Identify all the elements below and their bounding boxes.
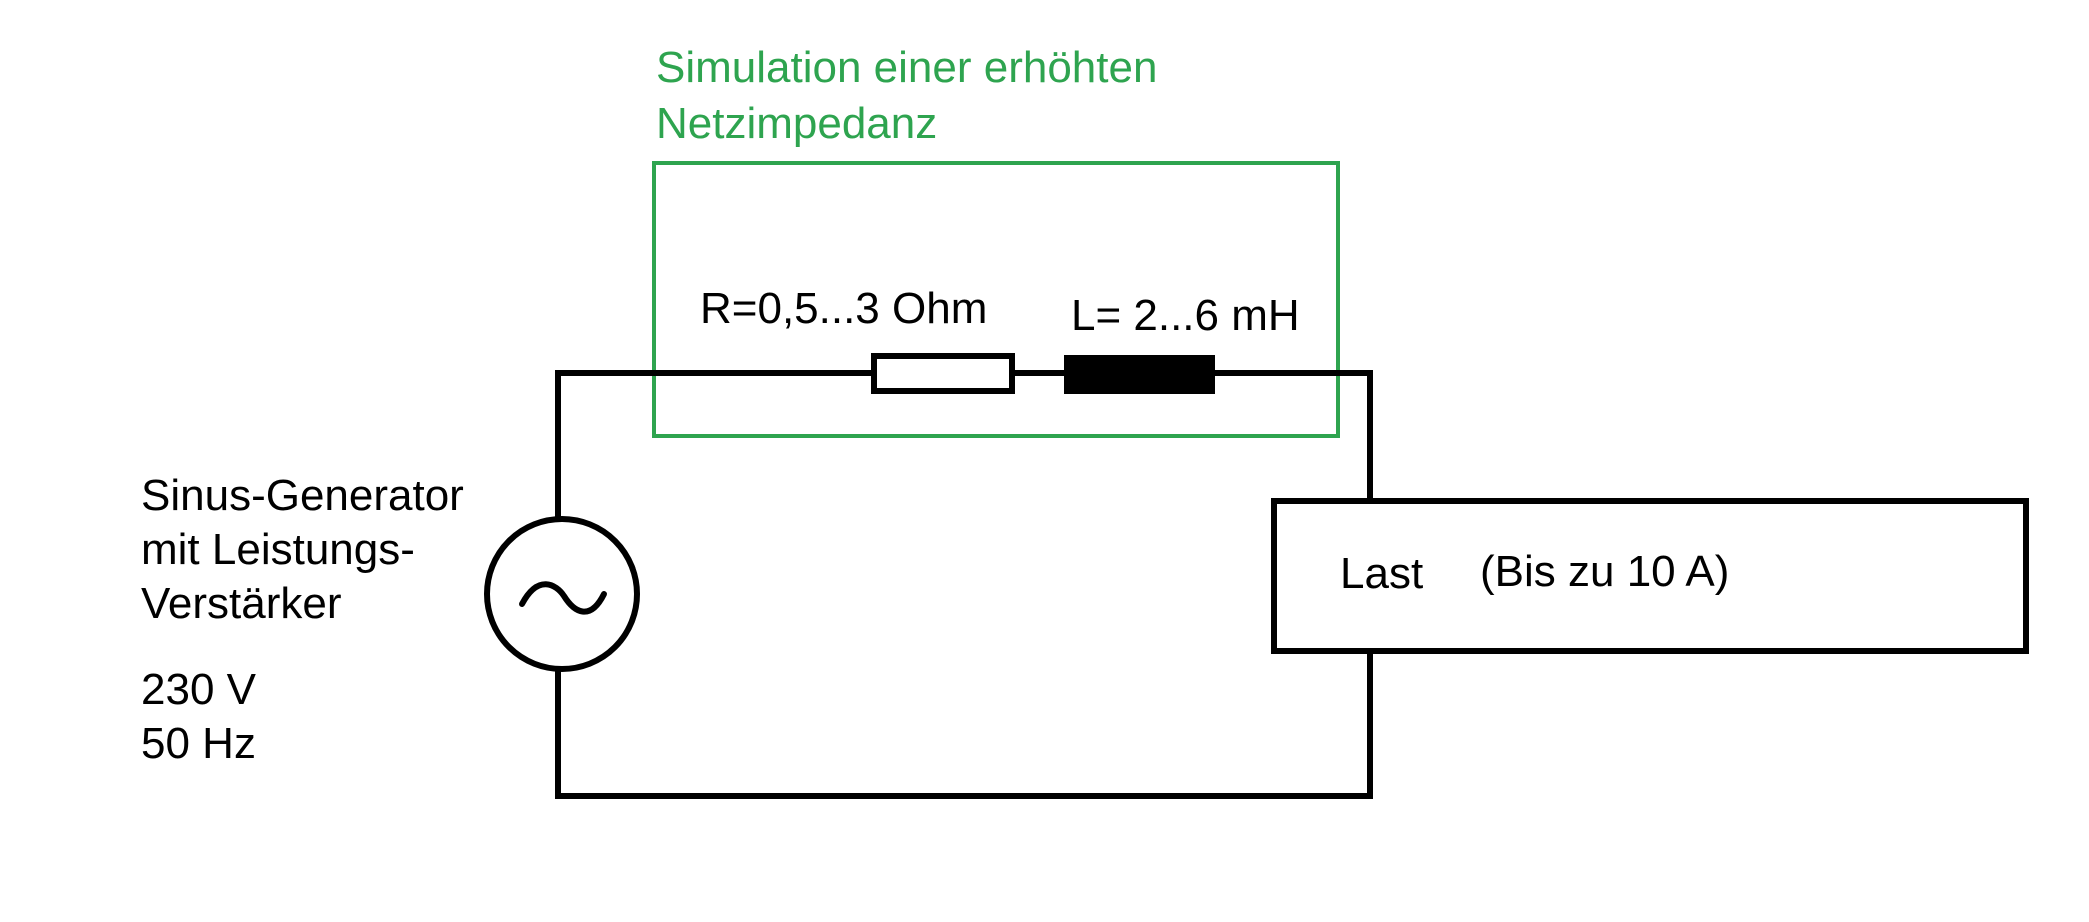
generator-label-line3: Verstärker <box>141 579 342 628</box>
generator-label-line1: Sinus-Generator <box>141 471 464 520</box>
sine-wave-icon <box>519 581 607 615</box>
resistor-symbol <box>871 353 1015 394</box>
bottom-wire <box>555 651 1373 799</box>
load-current: (Bis zu 10 A) <box>1480 547 1729 596</box>
inductor-symbol <box>1064 355 1215 394</box>
impedance-box <box>652 161 1340 438</box>
top-wire-right <box>1212 370 1373 501</box>
load-label: Last <box>1340 549 1423 598</box>
load-box <box>1271 498 2029 654</box>
inductor-label: L= 2...6 mH <box>1071 291 1300 340</box>
generator-label-line2: mit Leistungs- <box>141 525 415 574</box>
resistor-label: R=0,5...3 Ohm <box>700 284 987 333</box>
generator-voltage: 230 V <box>141 665 257 714</box>
top-wire-left <box>555 370 876 521</box>
impedance-title-line2: Netzimpedanz <box>656 99 937 148</box>
generator-frequency: 50 Hz <box>141 719 256 768</box>
impedance-title-line1: Simulation einer erhöhten <box>656 43 1157 92</box>
